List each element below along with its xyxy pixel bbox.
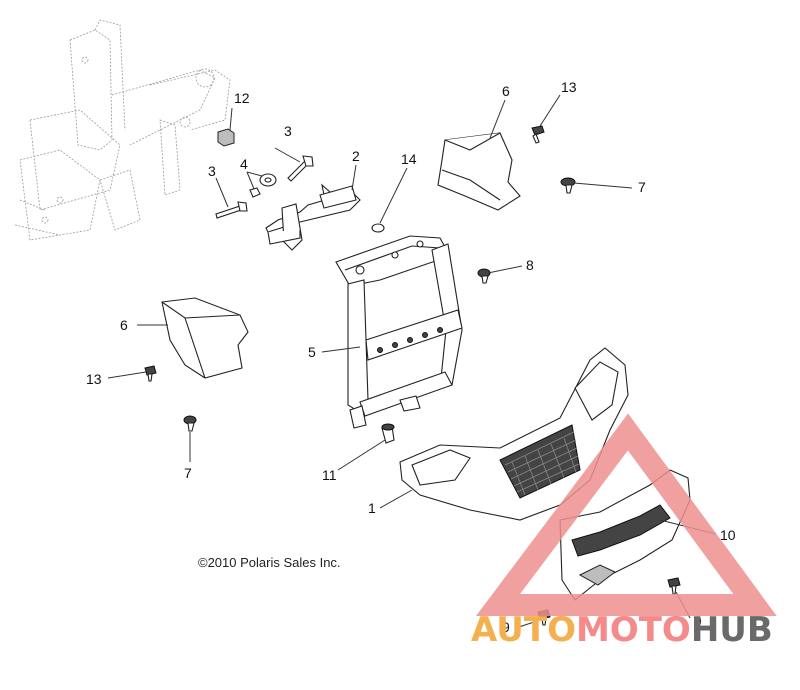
part-14-plug — [371, 223, 385, 233]
callout-7-upper: 7 — [638, 179, 646, 195]
watermark-hub: HUB — [691, 610, 773, 650]
part-1-front-grille — [399, 347, 629, 521]
callout-9-right: 9 — [694, 613, 702, 629]
part-8-clip — [477, 268, 491, 284]
callout-7-lower: 7 — [184, 465, 192, 481]
vehicle-frame-background — [14, 19, 231, 241]
callout-3-upper: 3 — [284, 123, 292, 139]
watermark-triangle-logo — [475, 413, 777, 616]
callout-6-lower: 6 — [120, 317, 128, 333]
callout-11: 11 — [322, 467, 337, 483]
watermark-auto: AUTO — [471, 610, 576, 650]
part-6-cover-lower — [161, 297, 249, 379]
callout-14: 14 — [401, 151, 417, 167]
watermark-moto: MOTO — [576, 610, 691, 650]
callout-10: 10 — [720, 527, 736, 543]
callout-5: 5 — [308, 344, 316, 360]
part-4-nut — [249, 173, 277, 198]
callout-9-left: 9 — [502, 619, 510, 635]
callout-labels: 12 3 3 4 2 14 6 13 7 8 6 5 13 7 11 1 10 … — [86, 79, 736, 635]
watermark-text: AUTOMOTOHUB — [471, 610, 773, 650]
copyright-notice: ©2010 Polaris Sales Inc. — [198, 555, 341, 570]
svg-text:AUTOMOTOHUB: AUTOMOTOHUB — [471, 610, 773, 650]
part-12-spacer — [217, 128, 235, 147]
callout-6-upper: 6 — [502, 83, 510, 99]
callout-2: 2 — [352, 148, 360, 164]
part-6-cover-upper — [437, 132, 521, 211]
part-7-clip-upper — [560, 177, 576, 194]
callout-4: 4 — [240, 156, 248, 172]
part-2-bracket — [265, 183, 361, 251]
part-5-support-frame — [335, 235, 463, 429]
part-13-screw-lower — [144, 365, 157, 382]
part-3-bolt-lower — [215, 201, 248, 219]
callout-12: 12 — [234, 90, 250, 106]
part-3-bolt-upper — [287, 155, 314, 182]
part-11-clip — [381, 423, 395, 444]
callout-3-lower: 3 — [208, 163, 216, 179]
part-7-clip-lower — [183, 415, 197, 432]
part-10-lower-bumper — [559, 469, 691, 601]
callout-13-lower: 13 — [86, 371, 102, 387]
callout-8: 8 — [526, 257, 534, 273]
callout-1: 1 — [368, 500, 376, 516]
part-9-screw-right — [667, 577, 681, 595]
part-13-screw-upper — [531, 125, 545, 144]
callout-13-upper: 13 — [561, 79, 577, 95]
